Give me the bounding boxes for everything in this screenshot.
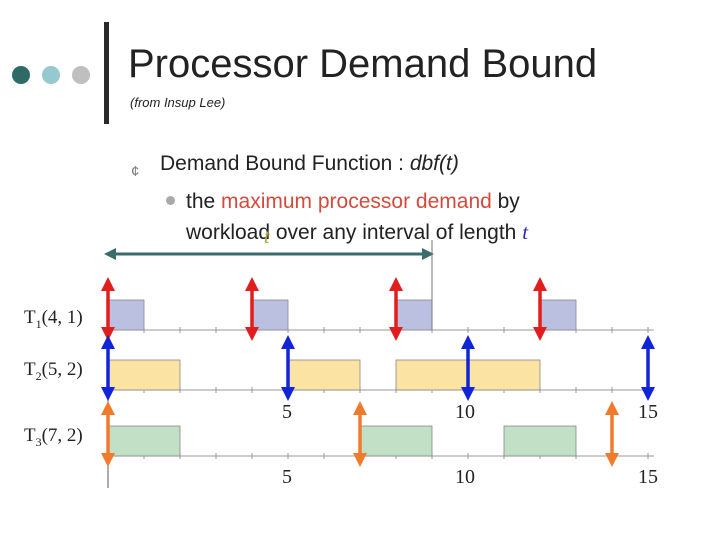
tick-label-5-lower: 5 (282, 466, 292, 488)
task-3-exec-box-3 (503, 425, 577, 457)
task-2-exec-box-2 (287, 359, 361, 391)
bullet-level3-var: t (522, 220, 529, 244)
tick-label-10: 10 (455, 401, 475, 423)
task-1-exec-box-3 (395, 299, 433, 331)
title-divider (104, 22, 109, 124)
bullet-level3-text: workload over any interval of length (186, 221, 523, 244)
page-title: Processor Demand Bound (128, 42, 598, 86)
bullet-level3: workload over any interval of length t (186, 220, 528, 245)
task-label-2: T2(5, 2) (24, 359, 83, 383)
task-1-exec-box-4 (539, 299, 577, 331)
page-subtitle: (from Insup Lee) (130, 95, 226, 110)
bullet-level2-before: the (186, 190, 222, 213)
bullet-level1-func: dbf(t) (409, 152, 459, 175)
bullet-level2-highlight: maximum processor demand (221, 190, 492, 213)
tick-label-10-lower: 10 (455, 466, 475, 488)
bullet-level1: Demand Bound Function : dbf(t) (160, 152, 459, 176)
workload-var: t (264, 226, 270, 248)
bullet-level2-after: by (491, 190, 520, 213)
dot-dark (12, 66, 30, 84)
tick-label-5: 5 (282, 401, 292, 423)
bullet-level1-prefix: Demand Bound Function : (160, 152, 410, 175)
task-1-exec-box-2 (251, 299, 289, 331)
task-3-exec-box-2 (359, 425, 433, 457)
bullet-level2: the maximum processor demand by (186, 190, 520, 214)
task-1-exec-box-1 (107, 299, 145, 331)
task-label-3: T3(7, 2) (24, 425, 83, 449)
bullet-ring-icon: ¢ (131, 163, 140, 180)
dot-teal (42, 66, 60, 84)
dot-gray (72, 66, 90, 84)
tick-label-15-lower: 15 (638, 466, 658, 488)
task-3-exec-box-1 (107, 425, 181, 457)
task-label-1: T1(4, 1) (24, 307, 83, 331)
task-2-exec-box-1 (107, 359, 181, 391)
bullet-dot-icon (166, 196, 175, 205)
tick-label-15: 15 (638, 401, 658, 423)
